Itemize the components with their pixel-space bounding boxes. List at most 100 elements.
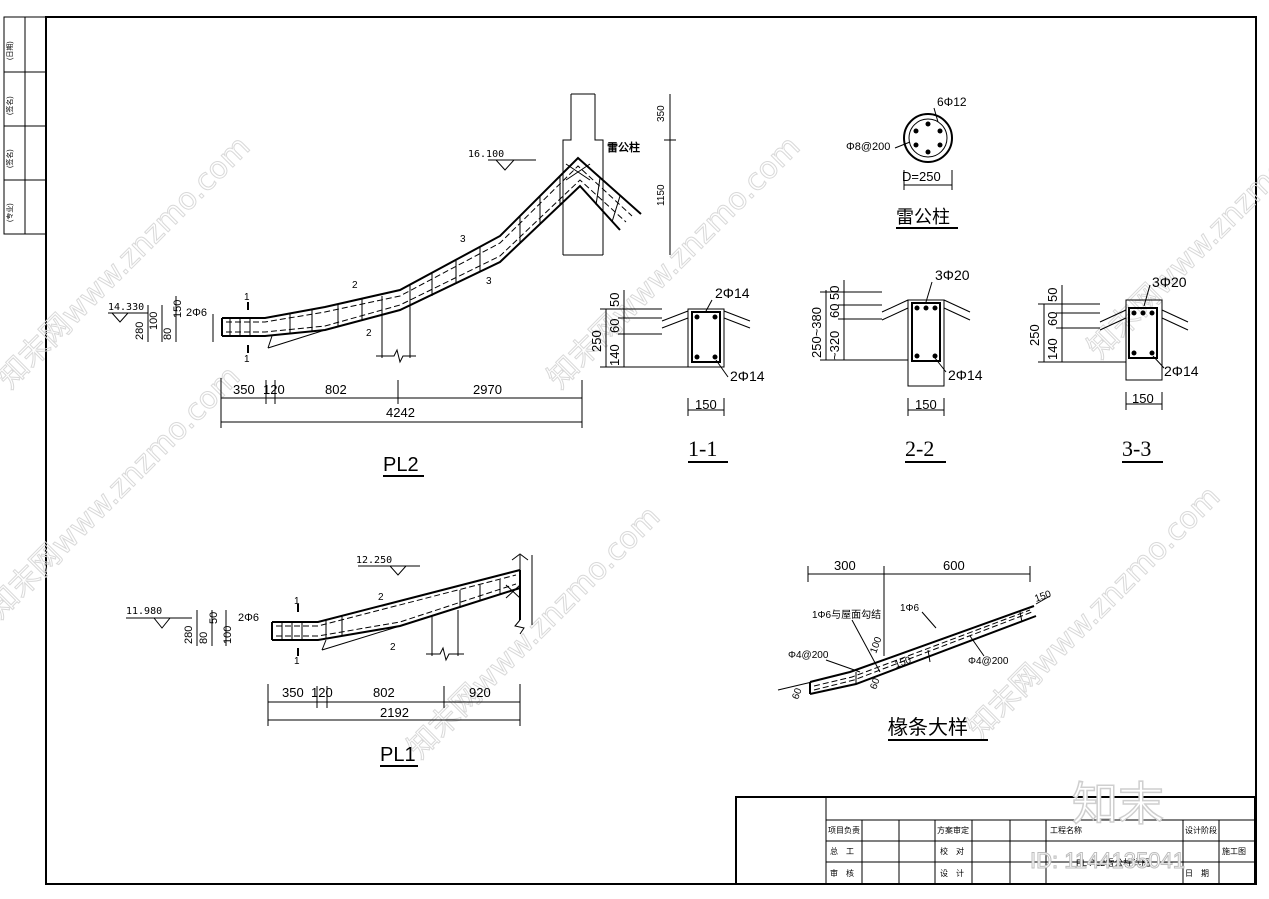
pl1-elev-left: 11.980 (126, 606, 162, 617)
pl1-rebar-end: 2Φ6 (238, 612, 259, 624)
lei-gong-zhu-bars: 6Φ12 (937, 95, 967, 109)
watermark-logo: 知末 (1072, 777, 1164, 831)
section-2-2-top-bars: 3Φ20 (935, 267, 970, 283)
pl2-elevation: 1 1 2 2 3 3 14.330 16.100 雷公柱 2Φ6 280 10… (108, 93, 676, 477)
lei-gong-zhu-diameter: D=250 (902, 169, 941, 184)
tb-cell: 工程名称 (1050, 825, 1082, 835)
purlin-dim: 60 (868, 676, 882, 691)
pl1-section-mark: 2 (378, 592, 384, 603)
pl2-section-mark: 3 (486, 276, 492, 287)
pl2-dim-h: 2970 (473, 382, 502, 397)
section-3-3-dim: 60 (1045, 312, 1060, 326)
pl2-dim-h: 350 (233, 382, 255, 397)
title-block: 项目负责 方案审定 工程名称 设计阶段 总 工 校 对 PL PL2雷公柱详图 … (735, 796, 1256, 885)
side-cell-3: (签名) (5, 149, 14, 168)
section-3-3-dim: 50 (1045, 288, 1060, 302)
section-3-3-bottom-bars: 2Φ14 (1164, 363, 1199, 379)
section-1-1-title: 1-1 (688, 436, 717, 461)
section-1-1-top-bars: 2Φ14 (715, 285, 750, 301)
pl1-section-mark: 1 (294, 656, 300, 667)
tb-cell: 审 核 (830, 868, 854, 878)
purlin-dim: 150 (893, 655, 913, 671)
tb-cell: 方案审定 (937, 825, 969, 835)
section-1-1: 2Φ14 2Φ14 250 50 60 140 150 1-1 (589, 285, 765, 463)
tb-drawing-name: PL PL2雷公柱详图 (1076, 857, 1150, 868)
pl2-dim-total: 4242 (386, 405, 415, 420)
pl1-dim-h: 920 (469, 685, 491, 700)
lei-gong-zhu-callout: 雷公柱 (607, 140, 640, 154)
purlin-title: 椽条大样 (888, 716, 968, 739)
watermark-text: 知末网www.znzmo.com (961, 479, 1227, 745)
tb-cell: 校 对 (940, 846, 964, 856)
watermark-text: 知末网www.znzmo.com (401, 499, 667, 765)
section-3-3: 3Φ20 2Φ14 250 50 60 140 150 3-3 (1027, 274, 1199, 463)
pl1-section-mark: 2 (390, 642, 396, 653)
tb-cell: 总 工 (830, 846, 854, 856)
pl2-section-mark: 2 (366, 328, 372, 339)
section-2-2: 3Φ20 2Φ14 250~380 50 60 ~320 150 2-2 (809, 267, 983, 463)
pl1-dim-total: 2192 (380, 705, 409, 720)
purlin-dim: 150 (1033, 589, 1053, 605)
lei-gong-zhu-section: 6Φ12 Φ8@200 D=250 雷公柱 (846, 95, 967, 229)
purlin-dim: 100 (868, 635, 884, 655)
section-1-1-dim: 250 (589, 330, 604, 352)
purlin-dim: 60 (790, 686, 804, 701)
pl1-dim-h: 350 (282, 685, 304, 700)
pl2-section-mark: 1 (244, 354, 250, 365)
section-2-2-dim: 60 (827, 304, 842, 318)
side-cell-1: (日期) (6, 41, 14, 60)
purlin-dim-top: 300 (834, 558, 856, 573)
section-3-3-title: 3-3 (1122, 436, 1151, 461)
pl1-dim-v: 50 (208, 612, 220, 624)
pl2-dim-v: 100 (148, 312, 160, 330)
pl2-dim-h: 802 (325, 382, 347, 397)
section-2-2-dim: 250~380 (809, 307, 824, 358)
section-2-2-dim: ~320 (827, 331, 842, 360)
pl2-title: PL2 (383, 454, 419, 476)
side-cell-2: (签名) (5, 96, 14, 115)
pl2-dim-post: 350 (656, 105, 667, 122)
pl2-section-mark: 2 (352, 280, 358, 291)
pl2-elev-top: 16.100 (468, 149, 504, 160)
purlin-detail: 300 600 150 1Φ6与屋面勾结 1Φ6 Φ4@200 Φ4@200 1… (777, 558, 1053, 741)
pl2-elev-left: 14.330 (108, 302, 144, 313)
section-1-1-bottom-bars: 2Φ14 (730, 368, 765, 384)
section-3-3-width: 150 (1132, 391, 1154, 406)
watermark-text: 知末网www.znzmo.com (0, 359, 247, 625)
pl2-section-mark: 1 (244, 292, 250, 303)
section-2-2-width: 150 (915, 397, 937, 412)
lei-gong-zhu-title: 雷公柱 (896, 207, 950, 227)
section-1-1-dim: 60 (607, 319, 622, 333)
section-2-2-dim: 50 (827, 286, 842, 300)
pl1-elev-top: 12.250 (356, 555, 392, 566)
section-3-3-dim: 250 (1027, 324, 1042, 346)
pl1-dim-v: 100 (222, 626, 234, 644)
pl2-rebar-end: 2Φ6 (186, 307, 207, 319)
pl1-section-mark: 1 (294, 596, 300, 607)
drawing-border (45, 16, 1257, 885)
pl2-dim-v: 80 (162, 328, 174, 340)
purlin-note-tie: 1Φ6与屋面勾结 (812, 608, 881, 621)
pl2-dim-post: 1150 (656, 184, 667, 206)
purlin-note-bar: 1Φ6 (900, 603, 920, 614)
purlin-dim-top: 600 (943, 558, 965, 573)
purlin-stirrup-right: Φ4@200 (968, 656, 1009, 667)
pl1-dim-v: 280 (183, 626, 195, 644)
side-cell-4: (专业) (5, 203, 14, 222)
watermark-layer: 知末网www.znzmo.com 知末网www.znzmo.com 知末网www… (0, 99, 1269, 766)
watermark-text: 知末网www.znzmo.com (0, 129, 257, 395)
section-2-2-title: 2-2 (905, 436, 934, 461)
pl2-dim-v: 150 (172, 300, 184, 318)
tb-cell: 设 计 (940, 868, 964, 878)
section-2-2-bottom-bars: 2Φ14 (948, 367, 983, 383)
tb-cell: 设计阶段 (1185, 825, 1217, 835)
watermark-text: 知末网www.znzmo.com (541, 129, 807, 395)
pl2-section-mark: 3 (460, 234, 466, 245)
tb-cell: 日 期 (1185, 869, 1209, 878)
tb-cell: 施工图 (1222, 846, 1246, 856)
pl1-title: PL1 (380, 744, 416, 766)
pl1-dim-h: 120 (311, 685, 333, 700)
pl2-dim-v: 280 (134, 322, 146, 340)
watermark-id: ID: 1144135041 (1030, 848, 1185, 873)
section-1-1-width: 150 (695, 397, 717, 412)
